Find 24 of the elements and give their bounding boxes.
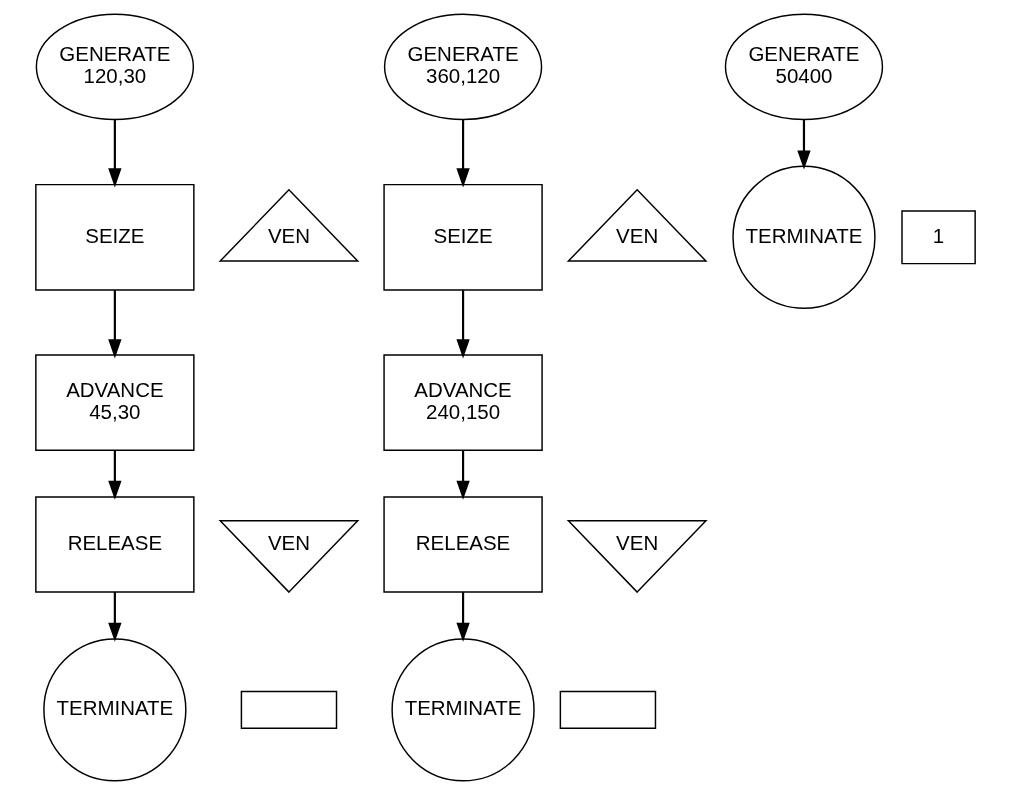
node-ellipse: GENERATE 50400 [724,13,883,121]
node-box: RELEASE [382,496,543,593]
arrow [796,119,811,170]
node-box: RELEASE [34,496,195,593]
node-circle: TERMINATE [731,165,876,309]
node-box: SEIZE [34,183,195,291]
node-circle: TERMINATE [390,638,535,782]
node-box: ADVANCE 45,30 [34,354,195,451]
arrow [455,450,470,500]
node-box: SEIZE [382,183,543,291]
node-box: ADVANCE 240,150 [382,354,543,451]
arrow [107,290,122,359]
arrow [455,119,470,188]
arrow [455,290,470,359]
node-ellipse: GENERATE 360,120 [383,13,542,121]
arrow [107,450,122,500]
arrow [107,592,122,642]
arrow [107,119,122,188]
node-circle: TERMINATE [42,638,187,782]
node-box [559,690,656,729]
node-box [240,690,337,729]
arrow [455,592,470,642]
node-ellipse: GENERATE 120,30 [35,13,194,121]
node-box: 1 [900,210,976,265]
